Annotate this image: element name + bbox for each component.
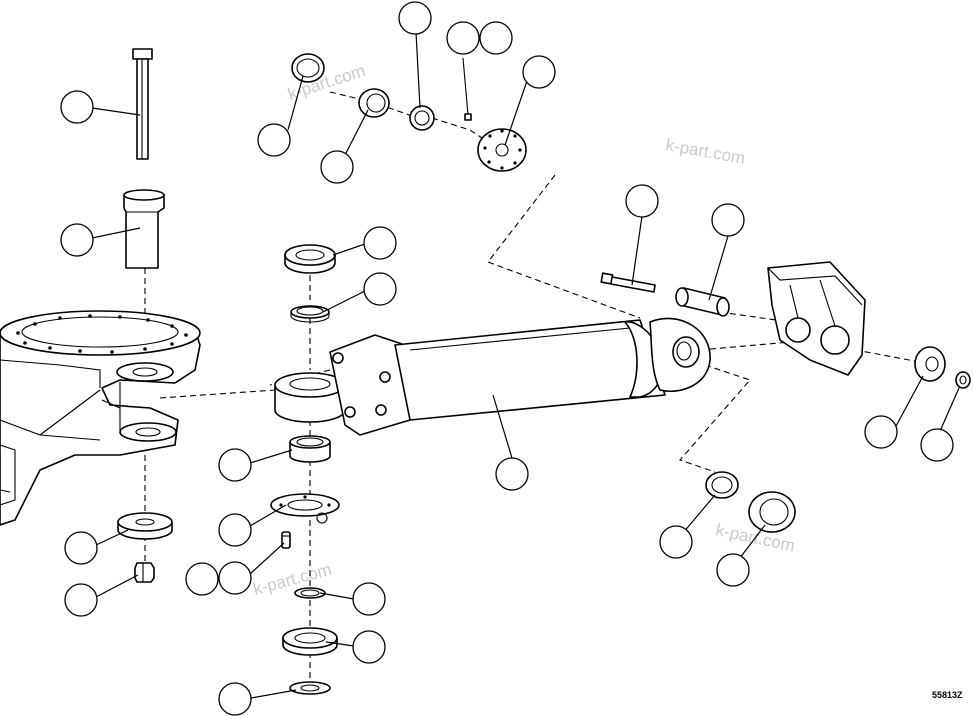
nut-left [134, 562, 155, 583]
upper-bearing-ring [290, 305, 330, 323]
axle-housing [0, 310, 201, 526]
callout-bubble [218, 561, 252, 595]
callout-bubble [522, 55, 556, 89]
lower-seal-ring [282, 627, 338, 656]
clevis-seal [705, 471, 739, 499]
seal-top [358, 88, 390, 118]
callout-bubbles [60, 1, 954, 716]
flange-disc-top [477, 128, 527, 172]
callout-bubble [920, 428, 954, 462]
figure-code: 55813Z [932, 690, 963, 700]
callout-bubble [64, 531, 98, 565]
lower-bearing-sleeve [289, 435, 331, 463]
callout-bubble [479, 21, 513, 55]
callout-bubble [864, 415, 898, 449]
oring-top [409, 105, 435, 131]
callout-bubble [363, 226, 397, 260]
clevis-bolt [600, 272, 656, 293]
callout-bubble [320, 150, 354, 184]
hydraulic-cylinder [274, 317, 711, 436]
cap-disc [291, 53, 325, 83]
callout-bubble [218, 682, 252, 716]
washer-left [117, 512, 173, 540]
callout-bubble [363, 272, 397, 306]
bracket-nut [955, 371, 971, 389]
callout-bubble [64, 583, 98, 617]
pin-sleeve [123, 189, 165, 269]
bracket-washer [914, 346, 946, 382]
callout-bubble [60, 223, 94, 257]
thin-shim [294, 587, 326, 599]
callout-bubble [218, 513, 252, 547]
mounting-bracket [767, 261, 866, 376]
watermark-text: k-part.com [664, 135, 746, 168]
callout-bubble [60, 90, 94, 124]
callout-bubble [446, 21, 480, 55]
callout-bubble [352, 630, 386, 664]
grease-fitting [462, 57, 472, 121]
callout-bubble [398, 1, 432, 35]
small-screw [281, 531, 291, 549]
callout-bubble [716, 553, 750, 587]
leader-lines [91, 31, 960, 699]
callout-bubble [185, 562, 219, 596]
callout-bubble [711, 203, 745, 237]
callout-bubble [495, 457, 529, 491]
clevis-pin [675, 287, 730, 317]
callout-bubble [625, 184, 659, 218]
callout-bubble [659, 525, 693, 559]
callout-bubble [352, 582, 386, 616]
bottom-washer [289, 681, 331, 695]
upper-seal-ring [284, 244, 336, 274]
lower-flange-plate [270, 493, 340, 524]
clevis-bearing-race [748, 491, 796, 533]
flange-bolt-holes [16, 314, 188, 354]
callout-bubble [218, 448, 252, 482]
long-bolt [132, 48, 153, 160]
callout-bubble [257, 123, 291, 157]
